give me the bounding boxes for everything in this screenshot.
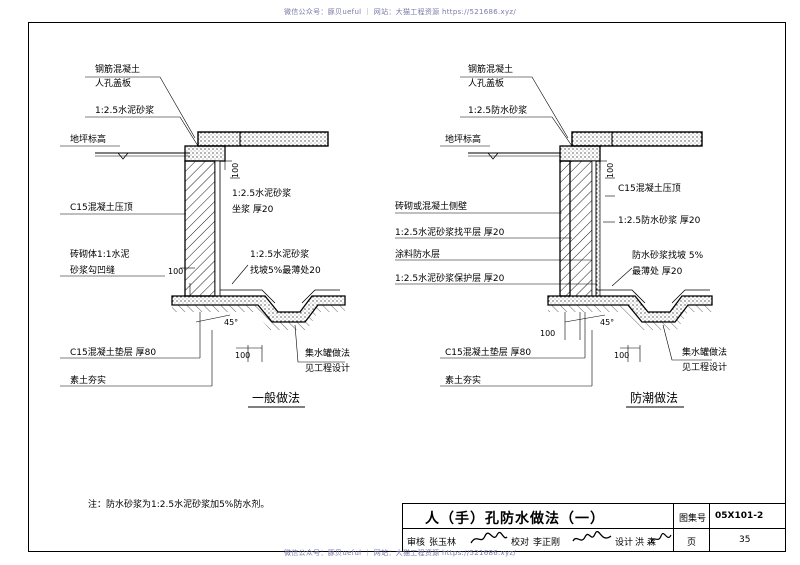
tb-divider-horizontal: [403, 528, 785, 529]
checker-signature: [572, 531, 612, 542]
tb-designer: 洪 森: [635, 538, 656, 548]
tb-check-label: 校对: [511, 538, 530, 548]
reviewer-signature: [470, 531, 508, 544]
left-label-ground-level: 地坪标高: [70, 133, 106, 145]
right-label-dim-100-top: 100: [606, 163, 615, 178]
left-caption: 一般做法: [252, 390, 300, 405]
right-label-sump-2: 见工程设计: [682, 361, 727, 373]
right-detail: [395, 76, 713, 387]
right-label-ground-level: 地坪标高: [445, 133, 481, 145]
left-label-base-cushion: C15混凝土垫层 厚80: [70, 346, 156, 358]
right-caption: 防潮做法: [630, 390, 678, 405]
left-label-dim-100-top: 100: [231, 163, 240, 178]
right-label-soil: 素土夯实: [445, 374, 481, 386]
tb-checker: 李正刚: [533, 538, 561, 548]
drawing-frame: [28, 22, 786, 552]
left-label-c15-cap: C15混凝土压顶: [70, 201, 133, 213]
right-label-dim-100-bottom: 100: [614, 351, 629, 360]
right-label-rc-slab-1: 钢筋混凝土: [468, 63, 513, 75]
tb-drawing-title: 人（手）孔防水做法（一）: [425, 511, 605, 527]
tb-divider-value-col: [709, 504, 710, 551]
title-block: 人（手）孔防水做法（一） 图集号 05X101-2 审核 张玉林 校对 李正刚 …: [402, 503, 786, 552]
right-label-base-cushion: C15混凝土垫层 厚80: [445, 346, 531, 358]
left-label-sump-1: 集水罐做法: [305, 347, 350, 359]
right-label-protect: 1:2.5水泥砂浆保护层 厚20: [395, 272, 505, 284]
left-label-mortar-top: 1:2.5水泥砂浆: [95, 104, 154, 116]
left-detail: [60, 76, 346, 387]
tb-page-number: 35: [739, 535, 751, 545]
left-label-angle: 45°: [224, 318, 238, 327]
designer-signature: [650, 532, 672, 544]
left-label-rc-slab-2: 人孔盖板: [95, 77, 131, 89]
left-label-bedding-2: 坐浆 厚20: [232, 203, 274, 215]
left-label-bedding-1: 1:2.5水泥砂浆: [232, 187, 291, 199]
right-label-angle: 45°: [600, 318, 614, 327]
note-text: 注：防水砂浆为1:2.5水泥砂浆加5%防水剂。: [88, 500, 270, 510]
left-label-slope-2: 找坡5%最薄处20: [250, 264, 321, 276]
tb-atlas-number: 05X101-2: [715, 511, 764, 521]
right-label-sump-1: 集水罐做法: [682, 346, 727, 358]
right-label-dim-100-side: 100: [540, 329, 555, 338]
watermark-bottom: 微信公众号：豚贝ueful ｜ 网站：大猫工程资源 https://521686…: [283, 549, 517, 557]
right-label-c15-cap: C15混凝土压顶: [618, 182, 681, 194]
tb-page-label: 页: [687, 538, 697, 548]
left-label-slope-1: 1:2.5水泥砂浆: [250, 248, 309, 260]
watermark-top: 微信公众号：豚贝ueful ｜ 网站：大猫工程资源 https://521686…: [283, 8, 517, 16]
left-label-masonry-2: 砂浆勾凹缝: [70, 264, 115, 276]
right-label-slope-2: 最薄处 厚20: [632, 265, 683, 277]
right-label-slope-1: 防水砂浆找坡 5%: [632, 249, 704, 261]
right-label-mortar-top: 1:2.5防水砂浆: [468, 104, 527, 116]
tb-design-label: 设计: [615, 538, 634, 548]
left-label-rc-slab-1: 钢筋混凝土: [95, 63, 140, 75]
right-label-leveling: 1:2.5水泥砂浆找平层 厚20: [395, 226, 505, 238]
right-label-wall: 砖砌或混凝土侧壁: [395, 200, 467, 212]
left-label-soil: 素土夯实: [70, 374, 106, 386]
tb-divider-label-col: [673, 504, 674, 551]
right-label-waterproof-mortar: 1:2.5防水砂浆 厚20: [618, 214, 701, 226]
right-label-rc-slab-2: 人孔盖板: [468, 77, 504, 89]
tb-review-label: 审核: [407, 538, 426, 548]
tb-atlas-label: 图集号: [679, 514, 707, 524]
right-label-coating: 涂料防水层: [395, 248, 440, 260]
left-label-dim-100-bottom: 100: [235, 351, 250, 360]
tb-reviewer: 张玉林: [429, 538, 457, 548]
left-label-masonry-1: 砖砌体1:1水泥: [70, 248, 130, 260]
left-label-dim-100-side: 100: [168, 267, 183, 276]
left-label-sump-2: 见工程设计: [305, 362, 350, 374]
